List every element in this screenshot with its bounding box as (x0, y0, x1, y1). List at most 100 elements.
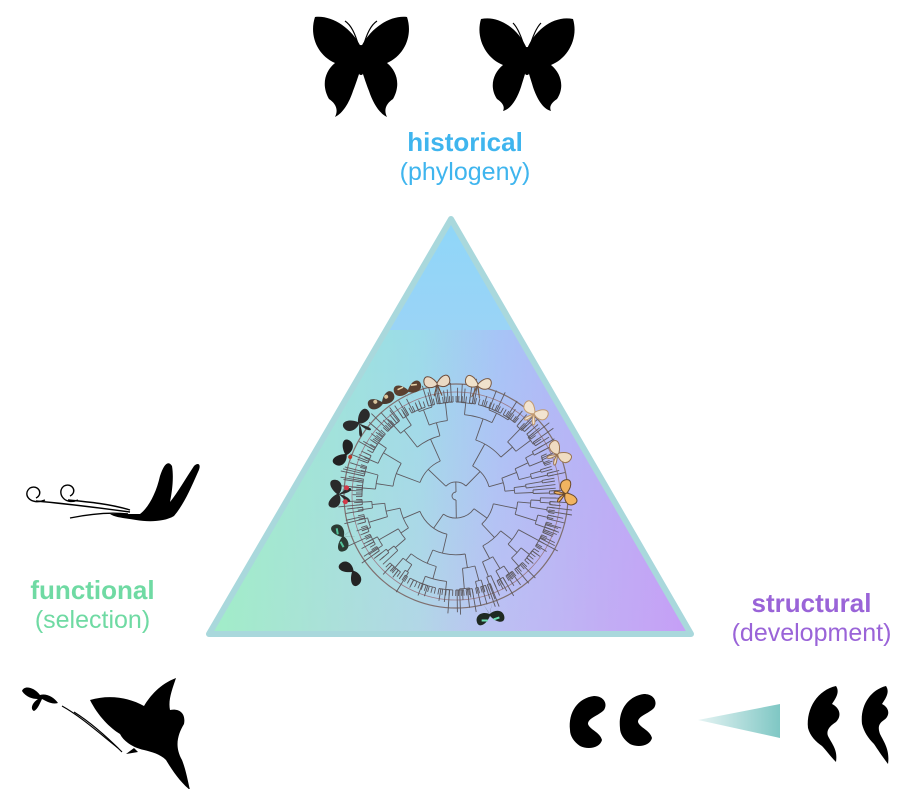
tree-branch (391, 557, 404, 572)
tree-branch (475, 586, 479, 589)
tree-branch (507, 543, 518, 553)
tree-branch (519, 564, 525, 570)
tree-branch (512, 420, 516, 424)
butterfly-specimen-icon (423, 374, 451, 397)
tree-branch (406, 564, 413, 572)
tree-branch (382, 419, 392, 429)
tree-branch (382, 433, 386, 437)
tree-branch (430, 586, 433, 593)
tree-branch (422, 401, 426, 408)
tree-branch (530, 506, 548, 511)
tree-branch (542, 531, 549, 536)
tree-branch (481, 523, 495, 538)
tree-branch (507, 573, 512, 580)
tree-branch (499, 578, 503, 585)
tree-branch (356, 526, 368, 532)
tree-branch (544, 463, 551, 466)
tree-branch (342, 468, 365, 475)
tree-branch (495, 570, 508, 592)
tree-branch (482, 561, 489, 577)
tree-branch (518, 476, 532, 481)
tree-branch (511, 571, 517, 577)
tree-branch (376, 435, 382, 440)
butterfly-silhouette-icon (479, 18, 575, 111)
functional-label: functional (selection) (0, 575, 185, 635)
tree-branch (507, 529, 519, 545)
tree-branch (543, 460, 553, 465)
tree-branch (465, 471, 481, 487)
tree-branch (411, 411, 416, 414)
tree-branch (441, 589, 444, 596)
tree-branch (466, 589, 471, 608)
tree-branch (526, 486, 536, 489)
tree-branch (391, 424, 395, 428)
tree-branch (357, 510, 364, 513)
functional-title: functional (30, 575, 155, 605)
tree-branch (365, 536, 372, 540)
tree-branch (477, 587, 480, 594)
tree-branch (389, 562, 395, 568)
tree-branch (505, 573, 509, 577)
tree-branch (358, 474, 365, 477)
tree-branch (545, 521, 547, 525)
tree-branch (535, 543, 538, 547)
development-gradient-wedge-icon (698, 704, 780, 738)
tree-branch (504, 489, 515, 492)
flying-butterfly-silhouette-icon (110, 463, 200, 522)
tree-branch (446, 389, 449, 403)
tree-branch (429, 399, 433, 406)
tailed-hindwing-icon (807, 686, 840, 762)
tree-branch (391, 568, 397, 574)
tree-branch (410, 579, 415, 586)
functional-subtitle: (selection) (34, 605, 151, 634)
tree-branch (372, 539, 376, 545)
tree-branch (377, 536, 383, 546)
tree-branch (510, 570, 513, 574)
tree-branch (419, 511, 448, 535)
tree-branch (493, 581, 497, 588)
tree-branch (387, 429, 391, 432)
tree-branch (468, 396, 471, 404)
tree-branch (403, 430, 418, 448)
tree-branch (472, 402, 476, 405)
tree-branch (474, 398, 477, 405)
tree-branch (488, 390, 497, 411)
tree-branch (395, 538, 406, 548)
tree-branch (505, 410, 510, 417)
tree-branch (548, 509, 555, 512)
tree-branch (426, 549, 434, 564)
structural-label: structural (development) (700, 588, 923, 648)
tree-branch (526, 429, 532, 435)
tree-branch (370, 443, 376, 448)
tree-branch (371, 502, 385, 506)
tree-branch (372, 438, 387, 449)
butterfly-specimen-icon (523, 400, 549, 426)
tree-branch (541, 477, 555, 481)
tree-branch (543, 460, 550, 464)
tree-branch (514, 492, 534, 494)
tree-branch (488, 482, 504, 488)
tree-branch (385, 562, 391, 568)
tree-branch (491, 413, 498, 423)
tree-branch (547, 474, 554, 477)
butterfly-specimen-icon (332, 439, 361, 467)
tree-branch (545, 524, 552, 527)
tree-branch (432, 566, 437, 579)
tree-branch (395, 415, 400, 422)
tree-branch (395, 568, 401, 573)
tree-branch (506, 400, 518, 418)
tree-branch (376, 546, 379, 549)
tree-branch (493, 503, 517, 510)
tree-branch (514, 566, 518, 570)
tree-branch (547, 518, 554, 521)
tree-branch (379, 556, 385, 561)
tree-branch (445, 396, 448, 403)
tree-branch (503, 565, 514, 580)
tree-branch (532, 488, 550, 491)
tree-branch (463, 589, 465, 596)
tree-branch (357, 477, 364, 480)
tree-branch (356, 504, 363, 506)
tree-branch (372, 440, 378, 445)
tree-branch (438, 588, 442, 601)
tree-branch (539, 534, 543, 538)
